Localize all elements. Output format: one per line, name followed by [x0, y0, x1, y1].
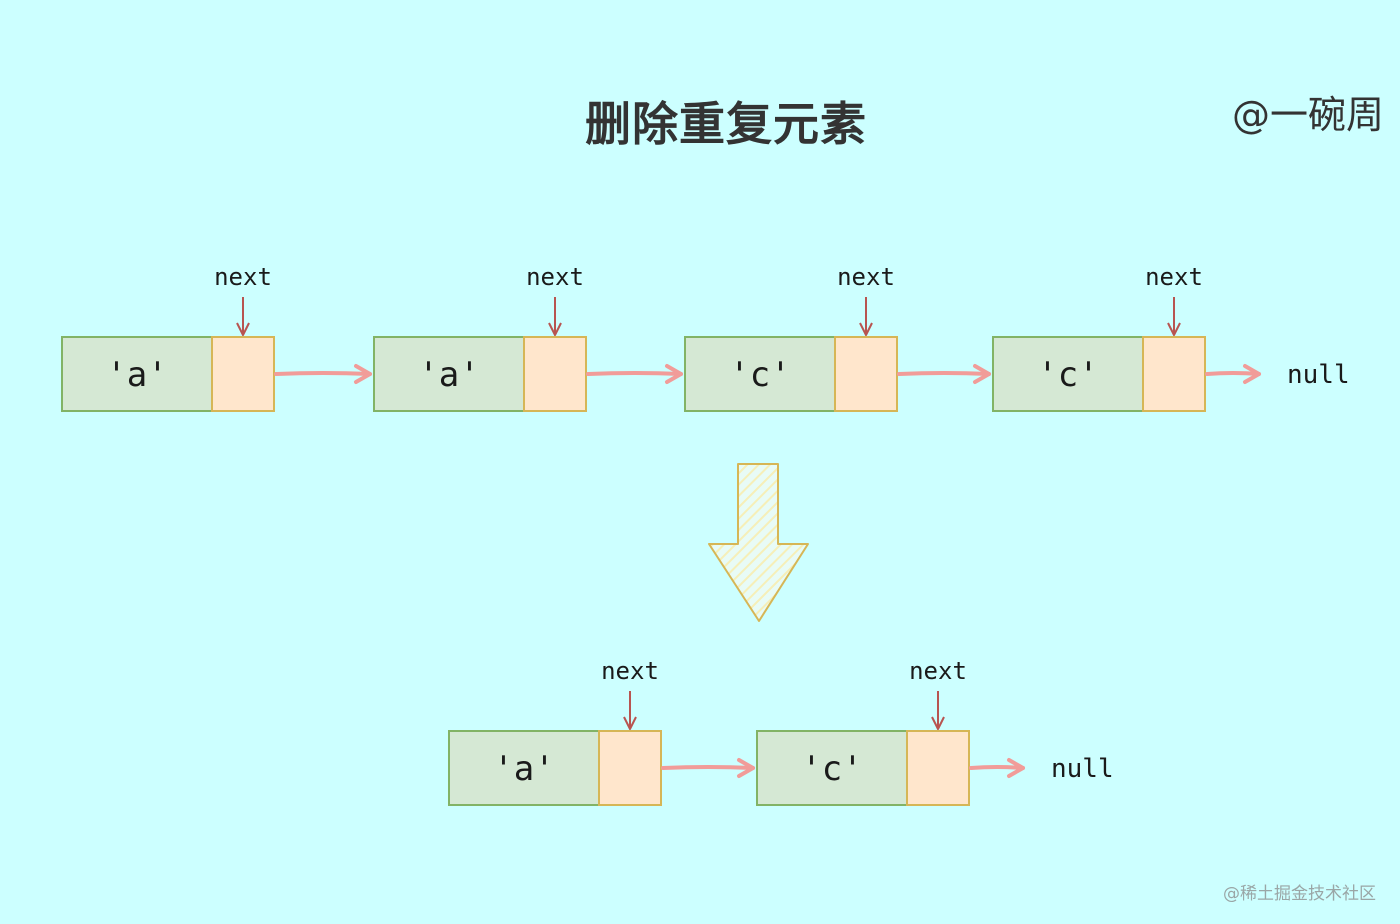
- node-next-box: [523, 336, 587, 412]
- node-value: 'c': [801, 749, 862, 789]
- node-next-box: [834, 336, 898, 412]
- link-arrowhead: [354, 364, 372, 384]
- transform-arrow: [708, 463, 809, 622]
- node-value-box: [684, 336, 836, 412]
- node-value: 'a': [493, 749, 554, 789]
- link-arrow: [897, 371, 991, 376]
- diagram-title: 删除重复元素: [585, 97, 867, 151]
- next-pointer-arrowhead: [1167, 322, 1181, 336]
- next-pointer-arrowhead: [931, 716, 945, 730]
- link-arrow: [969, 765, 1025, 770]
- next-label: next: [526, 263, 584, 291]
- list-node: 'a' next: [373, 263, 683, 412]
- next-pointer-arrowhead: [548, 322, 562, 336]
- link-arrow: [586, 371, 683, 376]
- node-value-box: [61, 336, 213, 412]
- next-label: next: [909, 657, 967, 685]
- node-value: 'a': [106, 355, 167, 395]
- node-value-box: [756, 730, 908, 806]
- next-pointer-arrowhead: [236, 322, 250, 336]
- node-next-box: [598, 730, 662, 806]
- node-next-box: [906, 730, 970, 806]
- node-next-box: [1142, 336, 1206, 412]
- node-value-box: [992, 336, 1144, 412]
- null-label: null: [1287, 360, 1350, 390]
- next-label: next: [601, 657, 659, 685]
- link-arrow: [1205, 371, 1261, 376]
- next-label: next: [1145, 263, 1203, 291]
- link-arrowhead: [973, 364, 991, 384]
- watermark: @稀土掘金技术社区: [1223, 884, 1376, 904]
- list-node: 'c' next null: [756, 657, 1114, 806]
- link-arrow: [661, 765, 755, 770]
- list-node: 'a' next: [61, 263, 372, 412]
- link-arrowhead: [1243, 364, 1261, 384]
- node-value: 'a': [418, 355, 479, 395]
- link-arrowhead: [1007, 758, 1025, 778]
- next-pointer-arrowhead: [859, 322, 873, 336]
- next-label: next: [214, 263, 272, 291]
- link-arrow: [274, 371, 372, 376]
- list-node: 'c' next: [684, 263, 991, 412]
- node-value-box: [373, 336, 525, 412]
- after-list: 'a' next 'c' next null: [448, 657, 1114, 806]
- next-label: next: [837, 263, 895, 291]
- list-node: 'a' next: [448, 657, 755, 806]
- link-arrowhead: [737, 758, 755, 778]
- next-pointer-arrowhead: [623, 716, 637, 730]
- list-node: 'c' next null: [992, 263, 1350, 412]
- author-label: @一碗周: [1231, 93, 1384, 137]
- node-next-box: [211, 336, 275, 412]
- before-list: 'a' next 'a' next 'c' next 'c' next null: [61, 263, 1350, 412]
- node-value: 'c': [1037, 355, 1098, 395]
- node-value: 'c': [729, 355, 790, 395]
- link-arrowhead: [665, 364, 683, 384]
- null-label: null: [1051, 754, 1114, 784]
